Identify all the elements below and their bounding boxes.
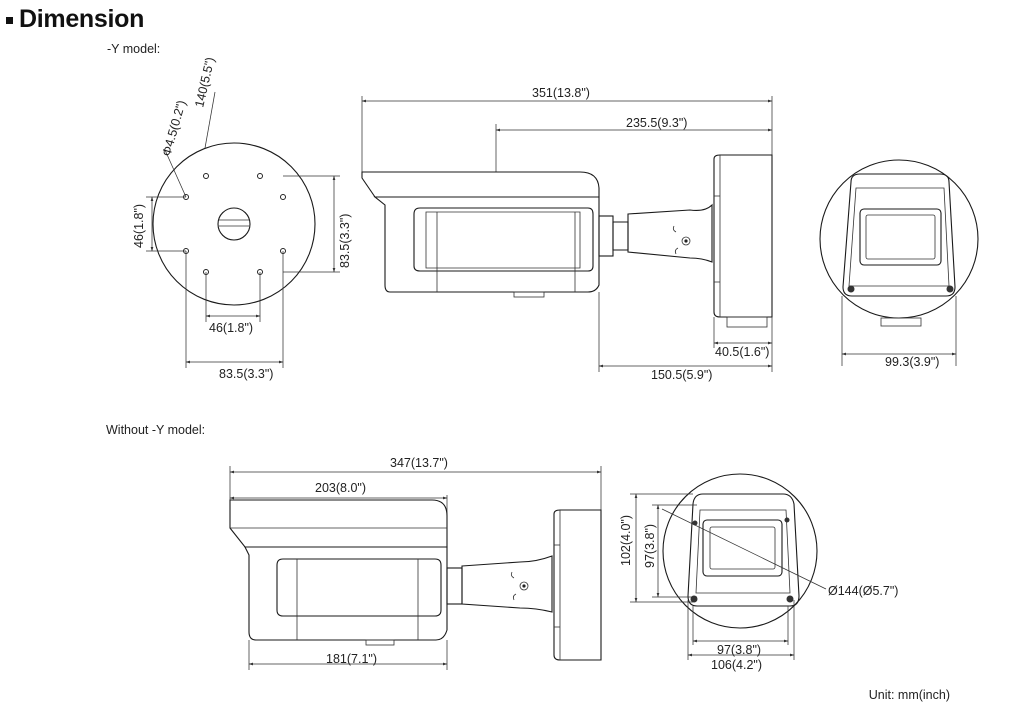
dim-label-83-5-vertical: 83.5(3.3") — [338, 214, 352, 268]
y-model-side-view — [361, 96, 773, 372]
dim-label-181: 181(7.1") — [326, 652, 377, 666]
dim-label-83-5-horizontal: 83.5(3.3") — [219, 367, 273, 381]
dim-label-144-diameter: Ø144(Ø5.7") — [828, 584, 898, 598]
dim-label-97-vertical: 97(3.8") — [643, 524, 657, 568]
dim-label-106: 106(4.2") — [711, 658, 762, 672]
page-header: Dimension — [6, 4, 144, 34]
dim-label-347: 347(13.7") — [390, 456, 448, 470]
section-label-without-y-model: Without -Y model: — [106, 423, 206, 437]
screw-hole — [257, 173, 263, 179]
screw-hole — [203, 173, 209, 179]
y-model-base-top-view — [146, 91, 340, 368]
cable-hole — [217, 207, 251, 241]
screw-hole — [280, 194, 286, 200]
unit-note: Unit: mm(inch) — [868, 688, 950, 702]
dim-label-46-vertical: 46(1.8") — [132, 204, 146, 248]
dim-label-150-5: 150.5(5.9") — [651, 368, 712, 382]
dim-label-hole-diameter: Φ4.5(0.2") — [159, 99, 188, 158]
dim-label-102: 102(4.0") — [619, 515, 633, 566]
dim-label-40-5: 40.5(1.6") — [715, 345, 769, 359]
dim-label-97-horizontal: 97(3.8") — [717, 643, 761, 657]
base-outline — [152, 142, 316, 306]
dim-label-235-5: 235.5(9.3") — [626, 116, 687, 130]
dim-label-46-horizontal: 46(1.8") — [209, 321, 253, 335]
y-model-front-view — [819, 159, 979, 366]
page-title: Dimension — [19, 4, 145, 33]
dim-label-203: 203(8.0") — [315, 481, 366, 495]
dim-label-351: 351(13.8") — [532, 86, 590, 100]
no-y-model-front-view — [630, 473, 827, 660]
bullet-icon — [6, 16, 13, 24]
no-y-model-side-view — [229, 466, 602, 670]
section-label-y-model: -Y model: — [107, 42, 161, 56]
dim-label-99-3: 99.3(3.9") — [885, 355, 939, 369]
